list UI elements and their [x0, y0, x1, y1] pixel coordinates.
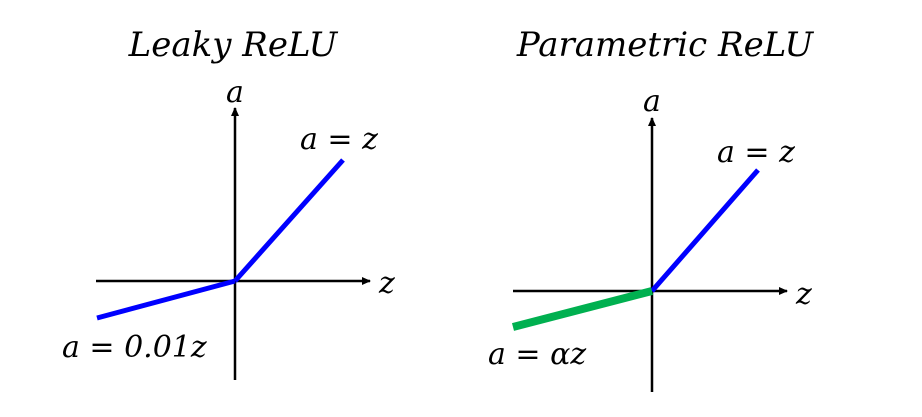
leaky-positive-label: a = z: [300, 122, 378, 157]
leaky-x-axis-label: z: [378, 266, 395, 301]
leaky-positive-line: [233, 158, 345, 283]
parametric-negative-line: [511, 287, 654, 331]
parametric-relu-title: Parametric ReLU: [516, 25, 815, 65]
leaky-y-axis-label: a: [226, 75, 244, 110]
parametric-x-axis-label: z: [795, 277, 812, 312]
leaky-negative-line: [96, 278, 236, 321]
parametric-positive-line: [650, 168, 760, 293]
leaky-negative-label: a = 0.01z: [62, 330, 207, 365]
leaky-relu-title: Leaky ReLU: [128, 25, 339, 65]
parametric-relu-panel: Parametric ReLU a z a = z a = αz: [488, 25, 814, 392]
parametric-negative-label: a = αz: [488, 337, 586, 372]
parametric-positive-label: a = z: [717, 135, 795, 170]
leaky-relu-panel: Leaky ReLU a z a = z a = 0.01z: [62, 25, 395, 380]
parametric-y-axis-label: a: [643, 84, 661, 119]
